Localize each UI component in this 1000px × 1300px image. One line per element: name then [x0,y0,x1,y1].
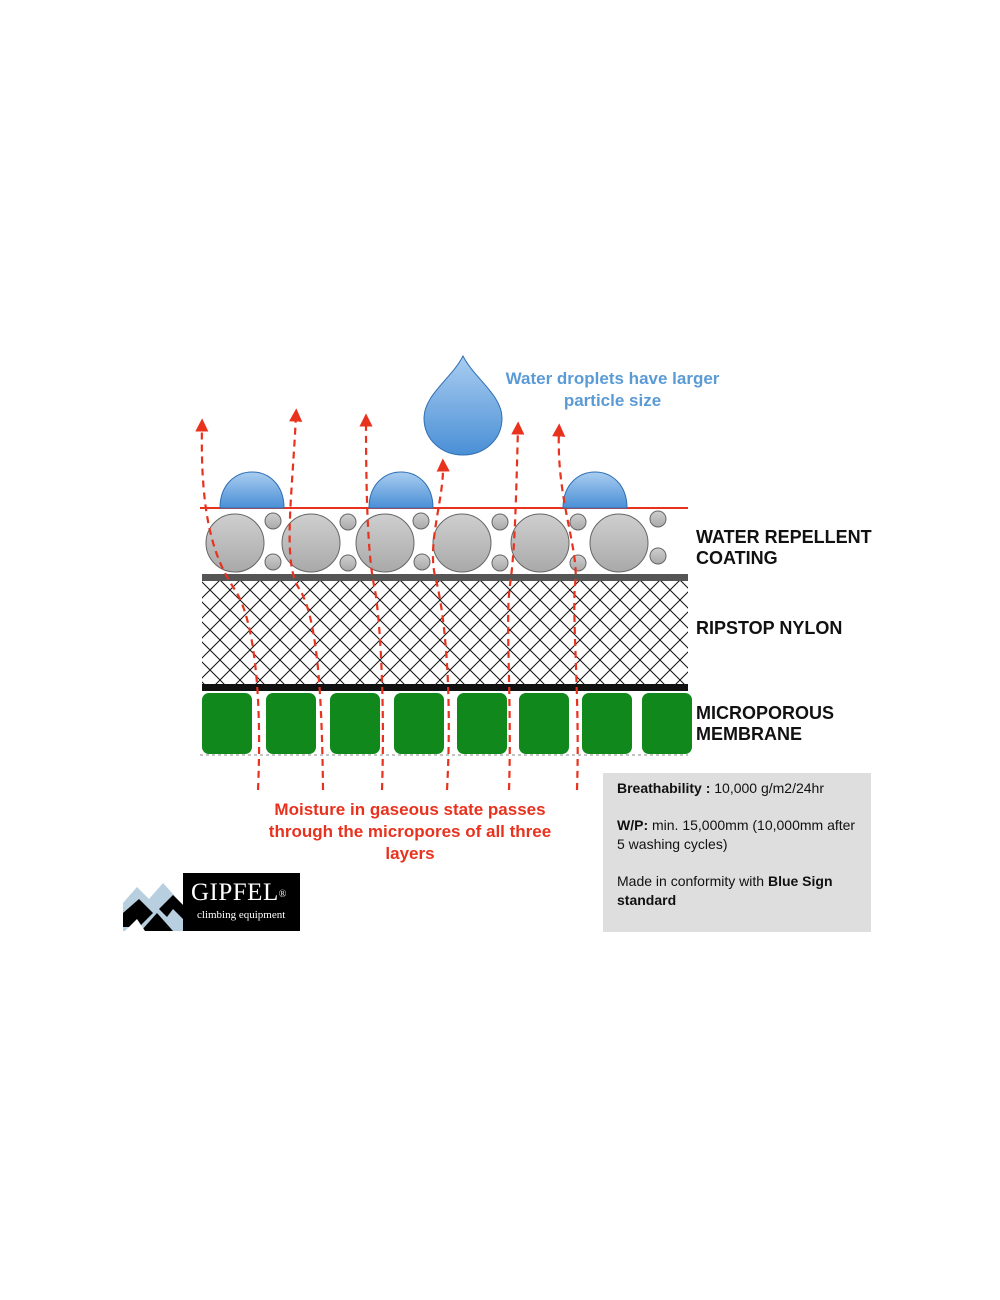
membrane-pore-block [394,693,444,754]
coating-particle-small [412,512,430,530]
spec-waterproof: W/P: min. 15,000mm (10,000mm after 5 was… [617,817,856,852]
coating-particle-small [413,553,431,571]
surface-water-droplets [219,471,628,509]
coating-particle-small [649,510,667,528]
coating-particle-small [339,554,357,572]
membrane-pore-block [266,693,316,754]
spec-conformity: Made in conformity with Blue Sign standa… [617,873,833,908]
coating-particle-large [432,513,492,573]
coating-particle-small [569,513,587,531]
coating-particle-small [339,513,357,531]
microporous-membrane-layer [200,693,692,756]
coating-particle-large [355,513,415,573]
membrane-pore-block [330,693,380,754]
moisture-arrow [552,423,579,791]
membrane-pore-block [457,693,507,754]
membrane-pore-block [582,693,632,754]
gipfel-logo: GIPFEL® climbing equipment [123,873,300,931]
moisture-arrow [288,408,325,791]
spec-box: Breathability : 10,000 g/m2/24hr W/P: mi… [603,773,871,932]
large-water-droplet [423,354,503,456]
logo-wordmark: GIPFEL® climbing equipment [183,873,300,931]
coating-particle-large [510,513,570,573]
surface-water-droplet [219,471,285,509]
ripstop-nylon-layer [202,574,688,691]
logo-tagline: climbing equipment [197,909,286,921]
membrane-pore-block [642,693,692,754]
membrane-pore-block [202,693,252,754]
moisture-vapour-arrows [195,408,579,791]
moisture-arrow [359,413,385,791]
coating-particle-large [205,513,265,573]
surface-water-droplet [368,471,434,509]
spec-breathability: Breathability : 10,000 g/m2/24hr [617,780,824,796]
coating-particle-small [491,513,509,531]
water-repellent-coating-layer [200,507,688,573]
coating-particle-small [569,554,587,572]
moisture-arrow [195,418,261,791]
surface-water-droplet [562,471,628,509]
water-droplet-teardrop [423,354,503,456]
mountain-logo-icon [123,873,183,931]
coating-particle-large [589,513,649,573]
coating-particle-large [281,513,341,573]
membrane-pore-block [519,693,569,754]
moisture-arrow [507,421,525,791]
coating-particle-small [491,554,509,572]
label-ripstop-nylon: RIPSTOP NYLON [696,618,843,638]
coating-particle-small [264,512,282,530]
coating-particle-small [264,553,282,571]
coating-particle-small [649,547,667,565]
logo-name: GIPFEL® [191,879,287,906]
